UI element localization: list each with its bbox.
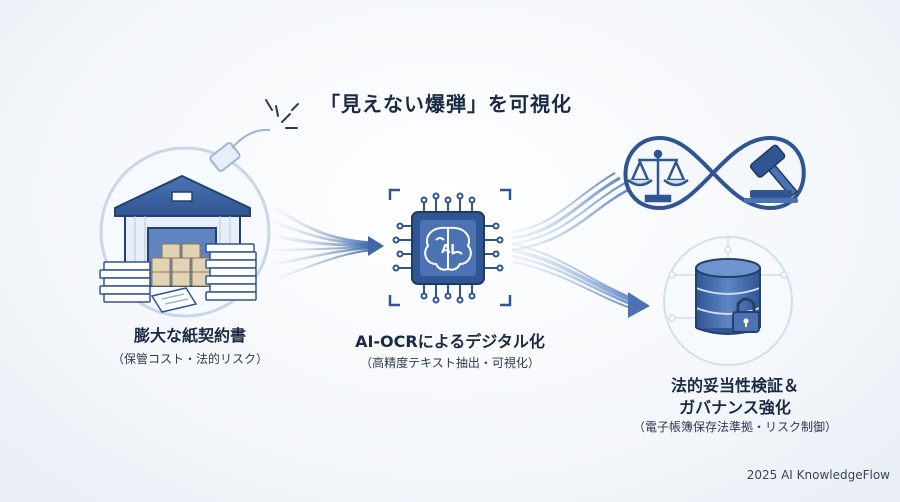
legal-sublabel: （電子帳簿保存法準拠・リスク制御） xyxy=(632,420,837,434)
database-icon xyxy=(663,236,793,366)
credit-text: 2025 AI KnowledgeFlow xyxy=(746,468,890,482)
page-title: 「見えない爆弾」を可視化 xyxy=(320,92,572,116)
ocr-sublabel: （高精度テキスト抽出・可視化） xyxy=(360,356,540,370)
paper-stack-icon xyxy=(99,243,257,313)
legal-label-line2: ガバナンス強化 xyxy=(679,398,791,417)
flow-arrow-1 xyxy=(267,203,384,281)
flow-arrow-lower xyxy=(511,243,650,318)
paper-label: 膨大な紙契約書 xyxy=(133,326,246,345)
lock-icon xyxy=(732,297,760,333)
ocr-label: AI-OCRによるデジタル化 xyxy=(355,332,545,351)
brain-icon xyxy=(424,226,472,271)
gavel-icon xyxy=(744,144,798,203)
chip-ai-text: AI xyxy=(441,242,455,256)
legal-label-line1: 法的妥当性検証＆ xyxy=(670,376,799,395)
scales-icon xyxy=(627,149,689,203)
paper-sublabel: （保管コスト・法的リスク） xyxy=(111,352,268,366)
flow-arrow-upper xyxy=(511,172,629,252)
